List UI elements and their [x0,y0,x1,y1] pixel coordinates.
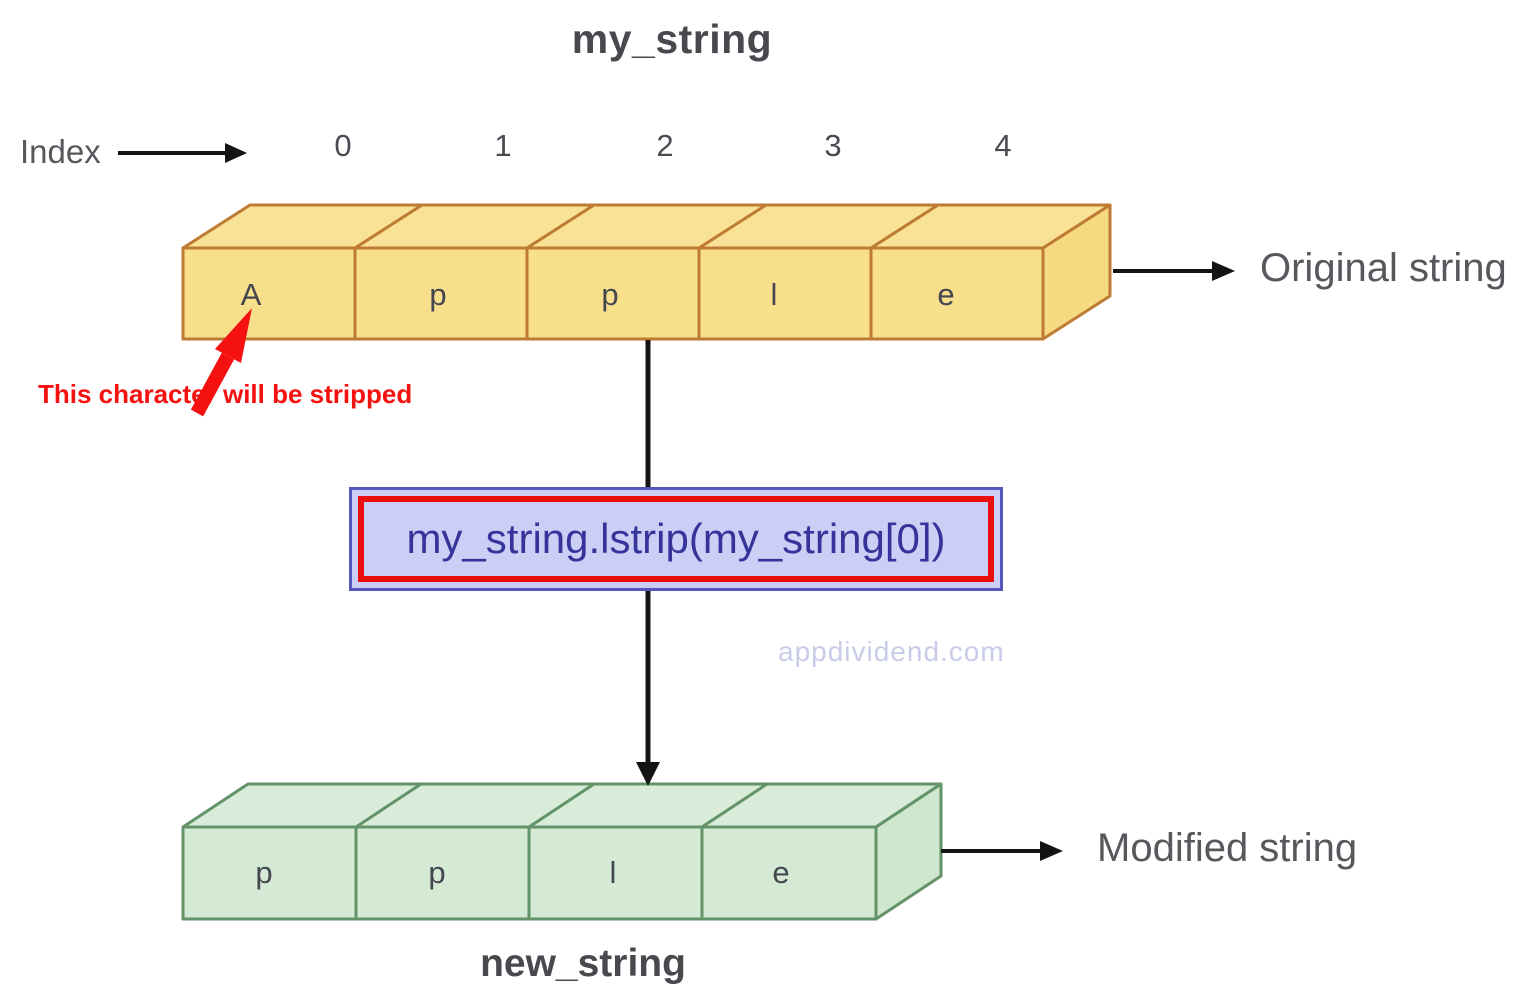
index-value-1: 1 [494,128,512,163]
diagram-title: my_string [571,16,773,62]
stripped-char-note: This character will be stripped [38,379,413,409]
modified-string-box [181,782,943,921]
index-value-0: 0 [334,128,352,163]
original-cell-2: p [601,277,619,312]
index-label: Index [20,133,101,170]
original-string-arrow [1113,261,1235,281]
stripped-char-arrow [190,308,252,417]
original-cell-0: A [240,277,262,312]
new-string-name: new_string [480,942,686,985]
original-cell-1: p [429,277,447,312]
modified-cell-1: p [428,855,446,890]
modified-string-arrow [941,841,1063,861]
index-value-2: 2 [656,128,674,163]
original-string-label: Original string [1260,246,1507,290]
modified-cell-0: p [255,855,273,890]
modified-string-label: Modified string [1097,826,1358,870]
original-cell-3: l [770,277,778,312]
index-arrow [118,143,247,163]
lstrip-code-inner-frame: my_string.lstrip(my_string[0]) [358,496,994,582]
index-value-3: 3 [824,128,842,163]
code-to-modified-arrow [636,591,660,786]
lstrip-code-box: my_string.lstrip(my_string[0]) [349,487,1003,591]
watermark: appdividend.com [778,636,1005,667]
original-cell-4: e [937,277,955,312]
index-value-4: 4 [994,128,1012,163]
modified-cell-3: e [772,855,790,890]
lstrip-code-text: my_string.lstrip(my_string[0]) [406,515,946,562]
original-string-box [181,203,1112,341]
modified-cell-2: l [609,855,617,890]
